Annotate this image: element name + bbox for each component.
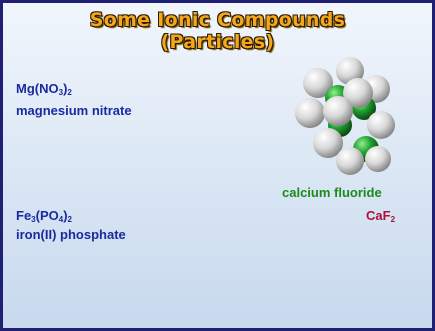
compound-formula: Mg(NO3)2 [16,81,72,97]
compound-formula: Fe3(PO4)2 [16,208,72,224]
crystal-lattice-icon [295,57,395,175]
crystal-formula: CaF2 [366,208,396,224]
slide-title: Some Ionic Compounds (Particles) [3,9,432,53]
compound-name: magnesium nitrate [16,103,132,118]
crystal-name: calcium fluoride [282,185,382,200]
compound-name: iron(II) phosphate [16,227,126,242]
slide-title-line-2: (Particles) [160,31,275,53]
compound-magnesium-nitrate: Mg(NO3)2 magnesium nitrate [16,81,132,119]
compound-iron-phosphate: Fe3(PO4)2 iron(II) phosphate [16,208,126,243]
slide-title-line-1: Some Ionic Compounds [89,9,346,31]
